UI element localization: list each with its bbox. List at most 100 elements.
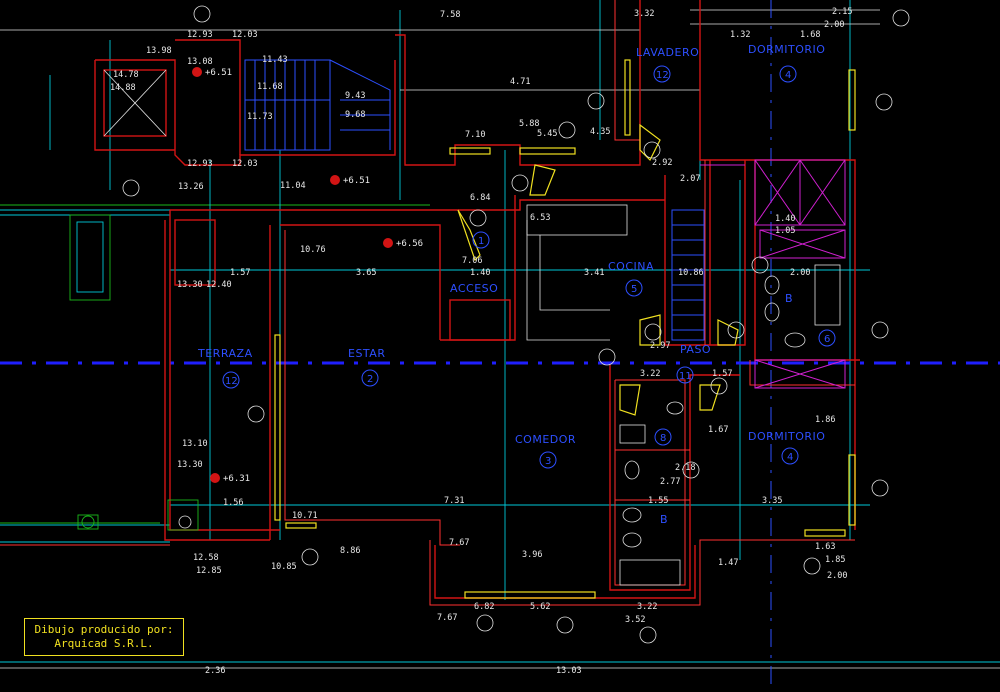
dimension-value: 9.43	[345, 91, 365, 101]
room-name: B	[660, 513, 668, 526]
dimension-value: 1.57	[712, 369, 732, 379]
dimension-value: 12.40	[206, 280, 232, 290]
room-name: ESTAR	[348, 347, 385, 360]
dimension-value: 10.71	[292, 511, 318, 521]
wardrobes	[700, 159, 846, 389]
dimension-value: 1.63	[815, 542, 835, 552]
dimension-value: 14.88	[110, 83, 136, 93]
walls	[0, 0, 860, 606]
dimension-value: 11.04	[280, 181, 306, 191]
dimension-value: 2.77	[660, 477, 680, 487]
dimension-value: 13.30	[177, 460, 203, 470]
dimension-value: 2.36	[205, 666, 225, 676]
room-name: PASO	[680, 343, 711, 356]
dimension-value: 13.30	[177, 280, 203, 290]
outside-elements	[69, 214, 199, 531]
level-value: +6.56	[396, 239, 423, 249]
dimension-value: 7.10	[465, 130, 485, 140]
dimension-value: 10.86	[678, 268, 704, 278]
windows	[274, 59, 856, 599]
construction-lines	[0, 0, 1000, 669]
credit-line-1: Dibujo producido por:	[34, 623, 174, 636]
level-value: +6.31	[223, 474, 250, 484]
room-number: 3	[545, 456, 551, 467]
dimension-value: 12.58	[193, 553, 219, 563]
dimension-value: 13.10	[182, 439, 208, 449]
dimension-value: 1.55	[648, 496, 668, 506]
dimension-value: 1.40	[775, 214, 795, 224]
dimension-value: 12.85	[196, 566, 222, 576]
room-number: 11	[679, 371, 692, 382]
dimension-value: 2.00	[827, 571, 847, 581]
dimension-value: 2.97	[650, 341, 670, 351]
room-name: B	[785, 292, 793, 305]
dimension-value: 13.03	[556, 666, 582, 676]
level-value: +6.51	[205, 68, 232, 78]
room-name: TERRAZA	[197, 347, 253, 360]
room-labels: LAVADERO DORMITORIO COCINA ACCESO TERRAZ…	[197, 43, 825, 526]
room-number: 12	[656, 70, 669, 81]
dimension-value: 3.32	[634, 9, 654, 19]
dimension-value: 6.84	[470, 193, 490, 203]
dimension-value: 13.26	[178, 182, 204, 192]
elevation-markers	[122, 5, 910, 644]
dimension-value: 7.67	[449, 538, 469, 548]
dimension-value: 5.62	[530, 602, 550, 612]
dimension-value: 3.22	[640, 369, 660, 379]
level-markers: +6.51 +6.51 +6.56 +6.31	[192, 67, 423, 484]
dimension-value: 1.05	[775, 226, 795, 236]
credit-line-2: Arquicad S.R.L.	[54, 637, 154, 650]
room-number: 8	[660, 433, 666, 444]
credit-box: Dibujo producido por: Arquicad S.R.L.	[24, 618, 184, 656]
room-name: LAVADERO	[636, 46, 699, 59]
dimension-value: 1.57	[230, 268, 250, 278]
room-number: 2	[367, 374, 373, 385]
dimension-value: 7.31	[444, 496, 464, 506]
dimension-value: 6.82	[474, 602, 494, 612]
room-number-markers: 12 4 5 1 12 2 11 3 4 8 6	[222, 65, 836, 469]
dimension-value: 12.03	[232, 30, 258, 40]
dimension-value: 2.18	[675, 463, 695, 473]
room-name: ACCESO	[450, 282, 498, 295]
dimension-value: 2.00	[824, 20, 844, 30]
dimension-value: 1.56	[223, 498, 243, 508]
dimension-value: 1.86	[815, 415, 835, 425]
dimension-value: 12.93	[187, 159, 213, 169]
dimension-value: 3.96	[522, 550, 542, 560]
room-number: 1	[478, 236, 484, 247]
dimension-value: 8.86	[340, 546, 360, 556]
dimension-value: 3.22	[637, 602, 657, 612]
room-name: DORMITORIO	[748, 43, 825, 56]
kitchen-fixtures	[103, 69, 628, 341]
room-number: 4	[787, 452, 793, 463]
dimension-value: 4.35	[590, 127, 610, 137]
dimension-value: 7.58	[440, 10, 460, 20]
dimension-value: 1.68	[800, 30, 820, 40]
room-name: DORMITORIO	[748, 430, 825, 443]
dimension-value: 1.40	[470, 268, 490, 278]
dimension-value: 1.32	[730, 30, 750, 40]
dimension-value: 2.07	[680, 174, 700, 184]
dimension-value: 5.45	[537, 129, 557, 139]
dimension-value: 13.98	[146, 46, 172, 56]
dimension-value: 11.73	[247, 112, 273, 122]
room-name: COMEDOR	[515, 433, 576, 446]
dimension-value: 11.68	[257, 82, 283, 92]
dimension-value: 4.71	[510, 77, 530, 87]
dimension-value: 1.47	[718, 558, 738, 568]
dimension-labels: 12.93 12.03 13.08 14.78 14.88 11.43 11.6…	[110, 7, 852, 676]
level-value: +6.51	[343, 176, 370, 186]
dimension-value: 6.53	[530, 213, 550, 223]
dimension-value: 1.67	[708, 425, 728, 435]
room-number: 6	[824, 334, 830, 345]
bathroom-fixtures	[619, 264, 841, 586]
room-number: 4	[785, 70, 791, 81]
dimension-value: 13.08	[187, 57, 213, 67]
dimension-value: 2.92	[652, 158, 672, 168]
room-name: COCINA	[608, 260, 654, 273]
room-number: 12	[225, 376, 238, 387]
dimension-value: 7.06	[462, 256, 482, 266]
dimension-value: 1.85	[825, 555, 845, 565]
dimension-value: 3.41	[584, 268, 604, 278]
